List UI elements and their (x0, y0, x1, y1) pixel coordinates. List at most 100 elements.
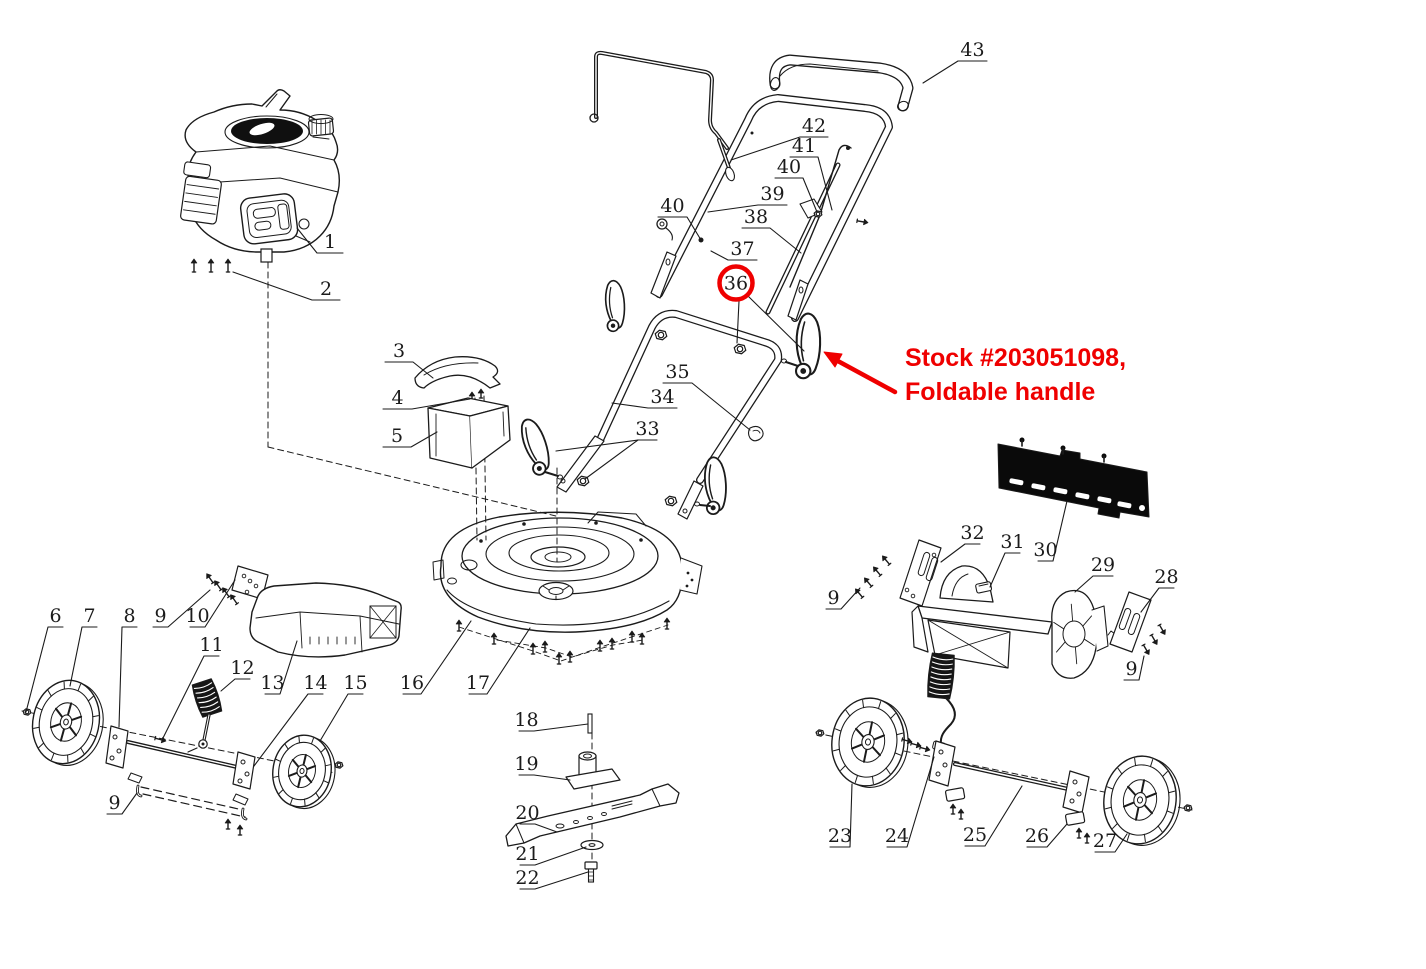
part-number-29: 29 (1091, 554, 1115, 576)
callout-34: 34 (611, 386, 678, 409)
part-number-24: 24 (885, 825, 909, 847)
part-number-27: 27 (1093, 830, 1117, 852)
part-number-8: 8 (123, 605, 135, 627)
part-number-7: 7 (83, 605, 95, 627)
callout-42: 42 (730, 115, 829, 161)
part-number-34: 34 (650, 386, 674, 408)
part-number-40: 40 (660, 195, 684, 217)
callout-9: 9 (825, 587, 861, 610)
part-number-2: 2 (320, 278, 332, 300)
callout-6: 6 (25, 605, 64, 713)
part-number-5: 5 (391, 425, 403, 447)
callout-37: 37 (710, 238, 758, 261)
callout-13: 13 (260, 640, 298, 695)
callout-35: 35 (662, 361, 751, 431)
callout-43: 43 (922, 39, 988, 84)
part-number-10: 10 (185, 605, 209, 627)
callout-40: 40 (774, 156, 818, 213)
handle-assembly-sketch (520, 50, 914, 520)
callout-16: 16 (400, 620, 472, 695)
part-number-21: 21 (515, 843, 539, 865)
callout-19: 19 (514, 753, 571, 781)
callout-23: 23 (828, 783, 853, 848)
stock-part-text: Foldable handle (905, 378, 1095, 406)
rear-wheel-assembly-sketch (815, 539, 1193, 846)
callout-9: 9 (106, 792, 138, 815)
part-number-30: 30 (1033, 539, 1057, 561)
part-number-4: 4 (391, 387, 403, 409)
callout-38: 38 (741, 206, 802, 254)
callout-10: 10 (185, 579, 236, 628)
front-wheel-assembly-sketch (22, 565, 402, 836)
part-number-33: 33 (635, 418, 659, 440)
stock-number-text: Stock #203051098, (905, 344, 1126, 372)
part-number-19: 19 (514, 753, 538, 775)
callout-39: 39 (707, 183, 788, 213)
callout-18: 18 (514, 709, 589, 732)
part-number-15: 15 (343, 672, 367, 694)
callout-41: 41 (789, 135, 833, 211)
callout-9: 9 (152, 589, 211, 628)
callout-11: 11 (161, 634, 224, 741)
part-number-41: 41 (792, 135, 816, 157)
part-number-39: 39 (760, 183, 784, 205)
callout-40: 40 (657, 195, 702, 241)
part-number-17: 17 (466, 672, 490, 694)
part-number-9: 9 (827, 587, 839, 609)
part-number-43: 43 (960, 39, 984, 61)
part-number-14: 14 (303, 672, 327, 694)
callout-31: 31 (989, 531, 1025, 588)
callout-20: 20 (515, 802, 558, 833)
part-number-6: 6 (49, 605, 61, 627)
callout-22: 22 (515, 867, 589, 890)
part-number-42: 42 (802, 115, 826, 137)
part-number-12: 12 (230, 657, 254, 679)
engine-sketch (180, 89, 341, 273)
part-number-26: 26 (1025, 825, 1049, 847)
stock-annotation: Stock #203051098, Foldable handle 36 (717, 264, 1126, 406)
callout-5: 5 (382, 425, 438, 448)
part-number-36: 36 (724, 273, 748, 295)
callout-15: 15 (319, 672, 368, 742)
callout-26: 26 (1025, 823, 1068, 848)
callout-1: 1 (296, 227, 344, 254)
callout-28: 28 (1140, 566, 1179, 613)
callout-27: 27 (1093, 830, 1128, 853)
callout-29: 29 (1074, 554, 1115, 593)
mulch-flap-sketch (997, 437, 1150, 519)
callout-17: 17 (466, 627, 531, 695)
callout-4: 4 (382, 387, 471, 410)
covers-sketch (414, 356, 511, 469)
callout-9: 9 (1123, 655, 1145, 681)
part-number-35: 35 (665, 361, 689, 383)
part-number-32: 32 (960, 522, 984, 544)
part-number-25: 25 (963, 824, 987, 846)
part-number-23: 23 (828, 825, 852, 847)
part-number-20: 20 (515, 802, 539, 824)
callout-30: 30 (1033, 500, 1068, 562)
callout-12: 12 (220, 657, 255, 692)
part-number-11: 11 (199, 634, 223, 656)
part-number-1: 1 (324, 231, 336, 253)
callout-33: 33 (555, 418, 660, 480)
part-number-18: 18 (514, 709, 538, 731)
part-number-9: 9 (108, 792, 120, 814)
part-number-31: 31 (1000, 531, 1024, 553)
callout-3: 3 (384, 340, 434, 379)
part-number-22: 22 (515, 867, 539, 889)
part-number-40: 40 (777, 156, 801, 178)
part-number-28: 28 (1154, 566, 1178, 588)
callout-14: 14 (253, 672, 328, 767)
part-number-38: 38 (744, 206, 768, 228)
callout-24: 24 (885, 756, 935, 848)
part-number-3: 3 (393, 340, 405, 362)
callout-7: 7 (69, 605, 98, 687)
callout-8: 8 (118, 605, 138, 728)
part-number-13: 13 (260, 672, 284, 694)
part-number-37: 37 (730, 238, 754, 260)
callout-32: 32 (940, 522, 985, 563)
blade-parts-sketch (505, 713, 680, 883)
part-number-9: 9 (154, 605, 166, 627)
